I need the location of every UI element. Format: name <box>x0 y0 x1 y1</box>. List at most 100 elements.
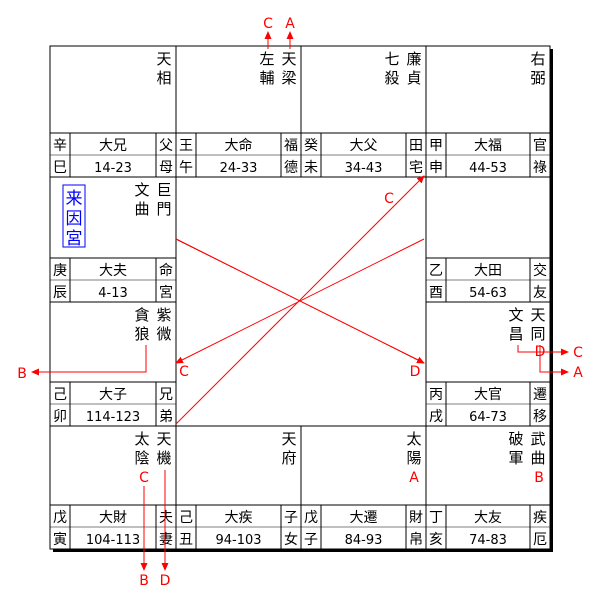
palace-star: 弼 <box>530 69 545 87</box>
palace-star: 天 <box>156 50 171 68</box>
marker-right-c: C <box>573 345 583 361</box>
arrow-right-a <box>539 345 569 376</box>
palace-role-1: 財 <box>409 510 423 526</box>
palace-role-2: 德 <box>284 160 298 176</box>
chart-frame <box>49 45 551 550</box>
palace-name: 大疾 <box>225 510 253 526</box>
origin-badge-text: 来因宮 <box>66 189 83 249</box>
palace-gan: 戊 <box>304 510 318 526</box>
palace-gan: 甲 <box>429 138 443 154</box>
palace-age-range: 94-103 <box>215 533 261 548</box>
marker-bottom-b: B <box>139 573 149 589</box>
palace-zhi: 申 <box>429 160 443 176</box>
cross-line-2 <box>175 175 425 425</box>
palace-star: 太 <box>406 430 421 448</box>
palace-star: 天 <box>156 430 171 448</box>
palace-star: 天 <box>281 430 296 448</box>
palace-star: 巨 <box>156 181 171 199</box>
palace-name: 大財 <box>99 510 127 526</box>
palace-gan: 乙 <box>429 263 443 279</box>
marker-zi-a: A <box>409 470 419 486</box>
palace-gan: 王 <box>179 138 193 154</box>
palace-star: 門 <box>156 200 171 218</box>
palace-star: 陰 <box>134 449 149 467</box>
palace-role-2: 祿 <box>533 160 547 176</box>
palace-star: 文 <box>508 306 523 324</box>
palace-name: 大命 <box>225 137 253 154</box>
palace-star: 武 <box>530 430 545 448</box>
palace-name: 大父 <box>350 138 378 154</box>
marker-inner-d-right: D <box>410 364 421 380</box>
palace-name: 大兄 <box>99 138 127 154</box>
palace-role-1: 交 <box>533 262 547 279</box>
palace-border <box>425 425 551 550</box>
palace-name: 大官 <box>474 387 502 403</box>
palace-star: 機 <box>156 449 171 467</box>
palace-role-1: 疾 <box>533 510 547 526</box>
palace-age-range: 64-73 <box>469 410 507 425</box>
marker-arrows <box>31 31 569 571</box>
palace-age-range: 104-113 <box>86 533 140 548</box>
palace-star: 貞 <box>406 69 421 87</box>
palace-age-range: 14-23 <box>94 161 132 176</box>
palace-age-range: 54-63 <box>469 286 507 301</box>
palace-star: 文 <box>134 181 149 199</box>
center-cross <box>175 175 425 425</box>
palace-star: 梁 <box>281 69 296 87</box>
palace-gan: 己 <box>179 510 193 526</box>
palace-star: 廉 <box>406 50 421 68</box>
palace-zhi: 酉 <box>429 285 443 301</box>
palace-zhi: 巳 <box>53 160 67 176</box>
palace-star: 軍 <box>508 449 523 467</box>
cross-line-4 <box>175 238 425 364</box>
palace-gan: 戊 <box>53 510 67 526</box>
palace-role-1: 命 <box>159 262 173 279</box>
palace-star: 天 <box>530 306 545 324</box>
palace-role-1: 子 <box>284 510 298 526</box>
palace-star: 微 <box>156 325 171 343</box>
palace-star: 陽 <box>406 449 421 467</box>
arrow-right-c <box>517 345 569 356</box>
palace-star: 相 <box>156 69 171 87</box>
origin-badge: 来因宮 <box>62 184 86 249</box>
palace-role-2: 女 <box>284 531 298 548</box>
palace-star: 左 <box>259 50 274 68</box>
palace-role-2: 宅 <box>409 160 423 176</box>
palace-name: 大田 <box>474 263 502 279</box>
palace-age-range: 24-33 <box>220 161 258 176</box>
palace-age-range: 114-123 <box>86 410 140 425</box>
arrow-left-b <box>31 345 147 376</box>
origin-badge-box <box>62 184 86 248</box>
palace-star: 府 <box>281 449 296 467</box>
palace-star: 同 <box>530 325 545 343</box>
palace-role-1: 官 <box>533 138 547 154</box>
palace-name: 大遷 <box>350 510 378 526</box>
palace-zhi: 卯 <box>53 409 67 425</box>
palace-zhi: 午 <box>179 160 193 176</box>
marker-left-b: B <box>17 366 27 382</box>
palace-role-2: 弟 <box>159 409 173 425</box>
palace-star: 曲 <box>134 200 149 218</box>
palace-star: 紫 <box>156 306 171 324</box>
palace-role-1: 父 <box>159 138 173 154</box>
palace-star: 殺 <box>384 69 399 87</box>
palace-gan: 辛 <box>53 138 67 154</box>
marker-top-a: A <box>285 16 295 32</box>
palace-zhi: 子 <box>304 532 318 548</box>
palace-gan: 己 <box>53 387 67 403</box>
palace-star: 輔 <box>259 69 274 87</box>
marker-inner-c-right: C <box>384 191 394 207</box>
palace-star: 昌 <box>508 325 523 343</box>
palace-role-2: 厄 <box>533 532 547 548</box>
palace-name: 大友 <box>474 510 502 526</box>
palace-star: 天 <box>281 50 296 68</box>
palace-star: 七 <box>384 50 399 68</box>
markers: C A B C C D C A D B D C A B <box>17 16 583 589</box>
palace-zhi: 辰 <box>53 285 67 301</box>
